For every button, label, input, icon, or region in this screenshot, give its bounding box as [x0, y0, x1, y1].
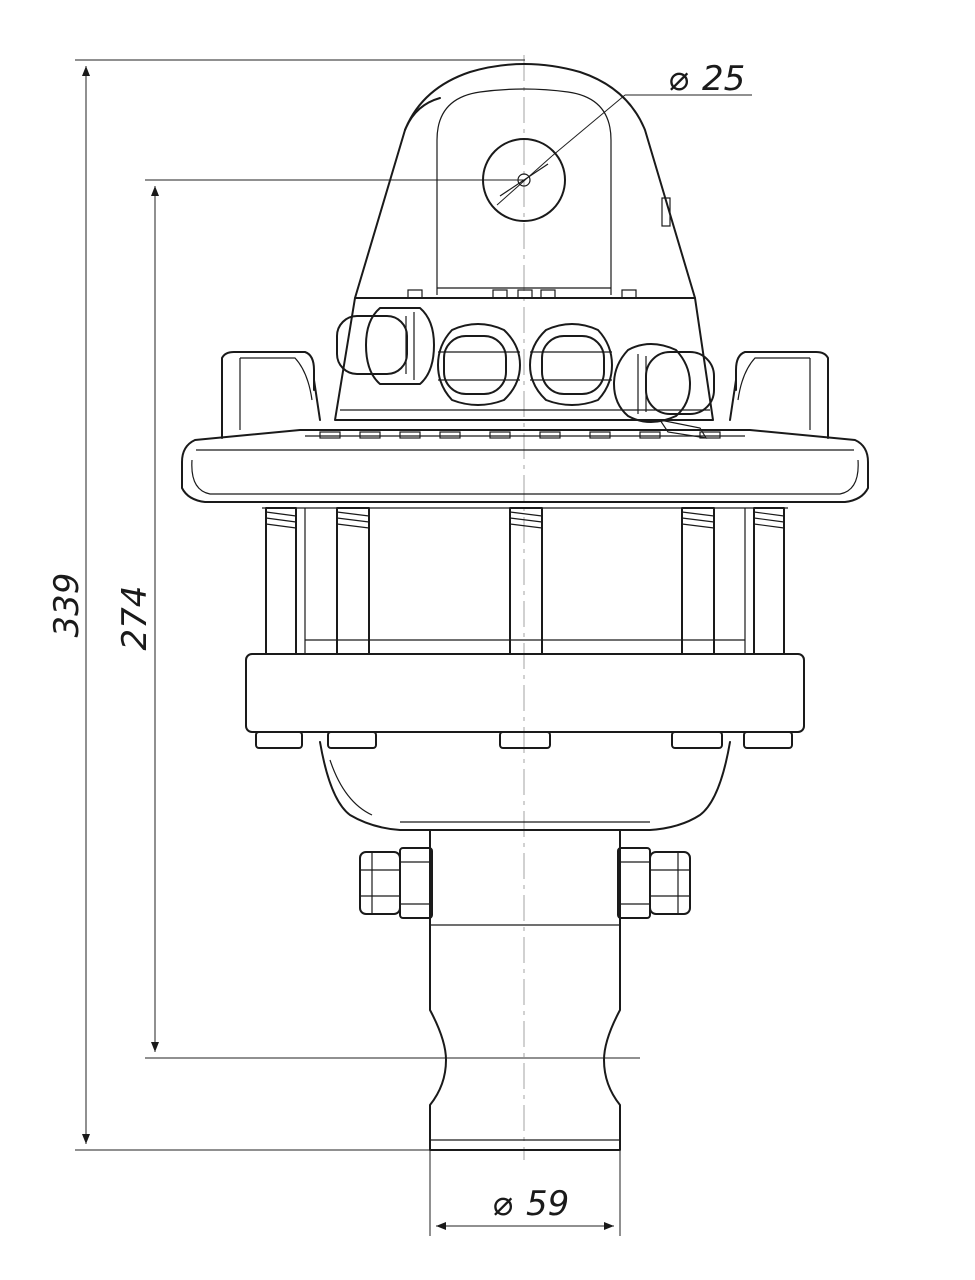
side-bracket-left	[221, 351, 321, 439]
shaft	[429, 829, 621, 1151]
dimension-reference-height: 274	[115, 179, 640, 1059]
dimension-label-274: 274	[115, 586, 155, 651]
diameter-symbol-top: ⌀	[668, 59, 689, 99]
dimension-overall-height: 339	[47, 59, 525, 1151]
main-housing	[181, 429, 869, 509]
swivel-block	[334, 297, 714, 421]
shaft-fitting-right	[617, 847, 691, 919]
side-bracket-right	[729, 351, 829, 439]
hydraulic-fitting-4	[613, 343, 715, 439]
stud-bolts	[265, 507, 785, 655]
dimension-label-339: 339	[47, 573, 87, 638]
dimension-pin-diameter: ⌀ 25	[496, 59, 752, 206]
hydraulic-fitting-2	[437, 323, 521, 406]
dimension-label-25: 25	[702, 59, 745, 99]
dimension-label-59: 59	[526, 1184, 569, 1224]
dimension-shaft-diameter: ⌀ 59	[429, 1150, 621, 1236]
bell-housing	[319, 741, 731, 831]
pin-hole	[482, 138, 566, 222]
top-lug	[354, 63, 696, 299]
shaft-fitting-left	[359, 847, 433, 919]
hydraulic-fitting-3	[529, 323, 613, 406]
lower-flange	[245, 653, 805, 749]
diameter-symbol-bottom: ⌀	[492, 1184, 513, 1224]
hydraulic-fitting-1	[336, 307, 435, 385]
